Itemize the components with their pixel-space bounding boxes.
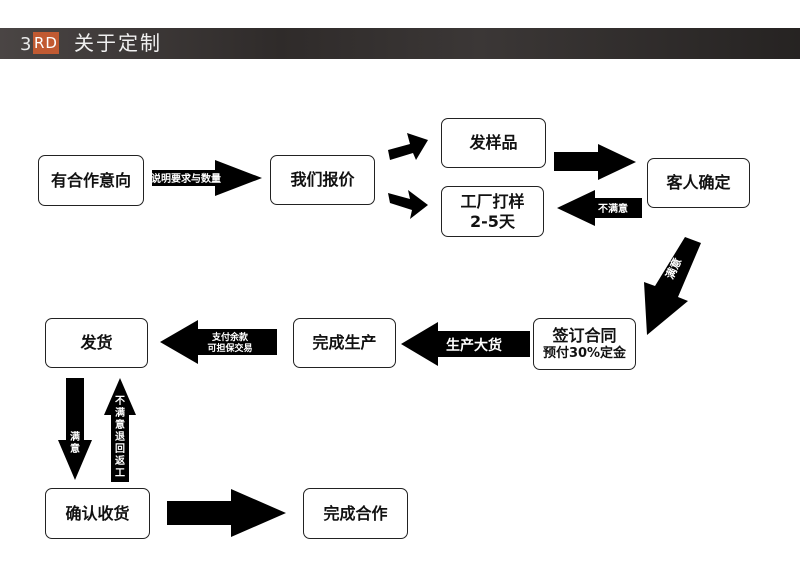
arrow-production-to-ship — [160, 320, 277, 364]
node-send-sample: 发样品 — [441, 118, 546, 168]
node-sign-contract: 签订合同 预付30%定金 — [533, 318, 636, 370]
arrow-contract-to-production — [401, 322, 530, 366]
arrow-label-not-satisfied: 不满意 — [598, 202, 628, 215]
arrow-quote-to-proof — [388, 190, 428, 219]
vlabel-char: 工 — [115, 468, 125, 479]
logo-badge: RD — [33, 32, 59, 54]
node-label-line2: 2-5天 — [470, 211, 515, 231]
vlabel-char: 回 — [115, 444, 125, 455]
node-confirm-receipt: 确认收货 — [45, 488, 150, 539]
node-label: 客人确定 — [666, 173, 731, 192]
arrow-confirm-to-proof — [557, 190, 642, 226]
node-label: 发样品 — [469, 133, 518, 152]
node-label: 确认收货 — [65, 503, 130, 523]
arrow-quote-to-sample — [388, 133, 428, 160]
arrow-confirm-to-contract — [644, 237, 701, 335]
node-label: 发货 — [80, 333, 113, 352]
node-label-line1: 签订合同 — [552, 326, 617, 345]
node-label: 有合作意向 — [50, 170, 131, 190]
arrow-label-return-vertical: 不 满 意 退 回 返 工 — [114, 396, 126, 480]
arrow-label-mass-production: 生产大货 — [446, 337, 502, 354]
arrow-return-up — [104, 378, 136, 482]
vlabel-char: 满 — [70, 432, 80, 443]
node-label: 完成生产 — [312, 333, 377, 352]
node-finish-production: 完成生产 — [293, 318, 396, 368]
node-label: 我们报价 — [290, 170, 355, 189]
arrow-receipt-to-complete — [167, 489, 286, 537]
node-our-quote: 我们报价 — [270, 155, 375, 205]
node-complete-cooperation: 完成合作 — [303, 488, 408, 539]
arrow-ship-to-receipt — [58, 378, 92, 480]
logo-number: 3 — [20, 34, 32, 55]
vlabel-char: 返 — [115, 456, 125, 467]
vlabel-char: 意 — [70, 444, 80, 455]
arrow-label-pay-balance-1: 支付余款 — [211, 331, 249, 343]
node-label: 完成合作 — [323, 503, 388, 523]
node-label-line1: 工厂打样 — [460, 191, 525, 211]
vlabel-char: 意 — [115, 420, 125, 431]
arrow-label-pay-balance-2: 可担保交易 — [207, 342, 252, 354]
node-cooperation-intent: 有合作意向 — [38, 155, 144, 206]
arrow-sample-to-confirm — [554, 144, 636, 180]
arrow-label-satisfied-vertical: 满 意 — [69, 432, 81, 456]
node-factory-proof: 工厂打样 2-5天 — [441, 186, 544, 237]
node-customer-confirm: 客人确定 — [647, 158, 750, 208]
vlabel-char: 不 — [115, 396, 125, 407]
page-title: 关于定制 — [74, 31, 162, 55]
header-banner: 3 RD 关于定制 — [0, 28, 800, 59]
vlabel-char: 退 — [115, 432, 125, 443]
arrow-label-explain: 说明要求与数量 — [151, 172, 221, 185]
arrow-intent-to-quote — [152, 160, 262, 196]
node-label-line2: 预付30%定金 — [542, 346, 627, 361]
node-ship: 发货 — [45, 318, 148, 368]
vlabel-char: 满 — [115, 408, 125, 419]
